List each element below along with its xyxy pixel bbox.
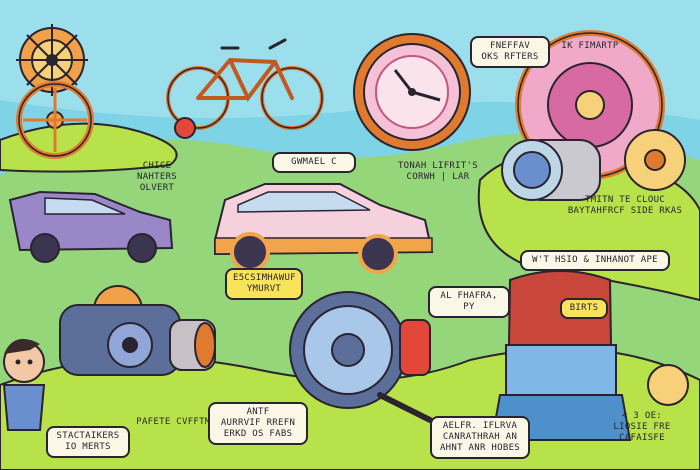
caption-tower: W'T HSIO & INHANOT APE [520,250,670,271]
engine-icon [59,285,216,376]
lens-barrel-icon [501,139,601,201]
hill-left [0,122,178,173]
caption-lens-barrel: TMITN TE CLOUC BAYTAHFRCF SIDE RKAS [567,195,683,216]
clock-icon [353,33,471,151]
car-icon [214,183,434,274]
caption-clock: TONAH LIFRIT'S CORWH | LAR [397,161,479,182]
person-icon [2,338,46,431]
caption-bottom-right: < 3 OE: LIOSIE FRE CAFAISFE [613,411,671,443]
bicycle-icon [166,38,324,139]
gear-icon [624,129,686,191]
caption-engine-b: ANTF AURRVIF RREFN ERKD OS FABS [208,402,308,445]
caption-gears: CHICE NAHTERS OLVERT [136,161,178,193]
caption-bicycle: GWMAEL C [272,152,356,173]
tower-sign: BIRTS [560,298,608,319]
caption-wheel: AL FHAFRA, PY [428,286,510,318]
caption-engine: PAFETE CVFFTMATT [136,417,228,427]
car-icon [8,190,174,263]
gear-icon [16,81,94,159]
caption-top-right-a: FNEFFAV OKS RFTERS [470,36,550,68]
caption-bottom-center: AELFR. IFLRVA CANRATHRAH AN AHNT ANR HOB… [430,416,530,459]
caption-top-right-b: IK FIMARTP [561,41,619,51]
caption-boy: STACTAIKERS IO MERTS [46,426,130,458]
wheel-icon [289,291,433,423]
caption-car: E5CSIMHAWUF YMURVT [225,268,303,300]
